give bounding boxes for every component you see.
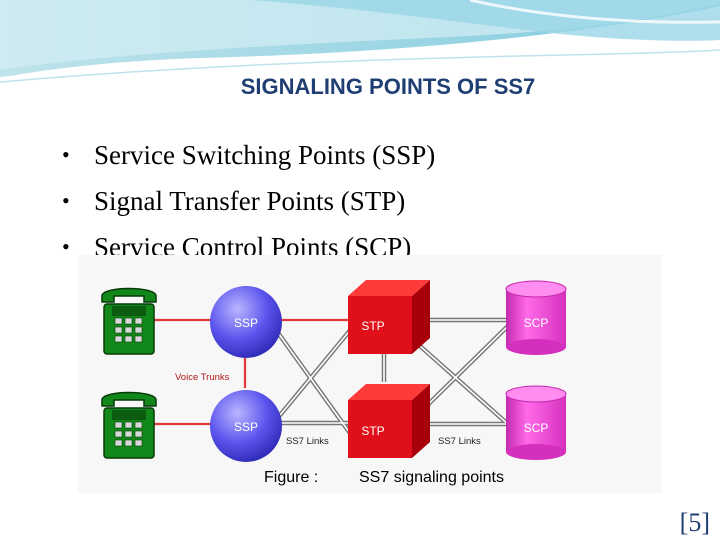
figure-caption: Figure : SS7 signaling points [80, 469, 660, 491]
ssp-node-top: SSP [210, 286, 282, 358]
bullet-text: Signal Transfer Points (STP) [94, 186, 406, 216]
ssp-label: SSP [234, 420, 258, 434]
telephone-icon [101, 287, 157, 355]
stp-node-top: STP [348, 280, 430, 354]
telephone-icon [101, 391, 157, 459]
bullet-item: • Service Switching Points (SSP) [62, 132, 435, 178]
ss7-diagram: SSP SSP STP STP SCP SCP Voice Trunks SS7… [101, 280, 567, 462]
scp-node-top: SCP [505, 280, 567, 355]
stp-node-bottom: STP [348, 384, 430, 458]
scp-label: SCP [524, 316, 549, 330]
ssp-node-bottom: SSP [210, 390, 282, 462]
bullet-list: • Service Switching Points (SSP) • Signal … [62, 132, 435, 270]
slide-title: SIGNALING POINTS OF SS7 [240, 74, 536, 99]
stp-label: STP [361, 424, 384, 438]
bullet-dot-icon: • [62, 142, 70, 167]
ss7-links-label: SS7 Links [286, 436, 329, 447]
voice-trunks-label: Voice Trunks [175, 372, 230, 383]
ssp-label: SSP [234, 316, 258, 330]
scp-label: SCP [524, 421, 549, 435]
caption-label: Figure : [264, 469, 319, 486]
citation: [5] [679, 508, 710, 537]
bullet-dot-icon: • [62, 188, 70, 213]
bullet-text: Service Switching Points (SSP) [94, 140, 436, 170]
ss7-links-label: SS7 Links [438, 436, 481, 447]
bullet-item: • Signal Transfer Points (STP) [62, 178, 435, 224]
stp-label: STP [361, 319, 384, 333]
header-banner [0, 0, 720, 83]
scp-node-bottom: SCP [505, 385, 567, 460]
voice-trunks [152, 318, 247, 426]
caption-text: SS7 signaling points [359, 469, 504, 486]
bullet-dot-icon: • [62, 234, 70, 259]
